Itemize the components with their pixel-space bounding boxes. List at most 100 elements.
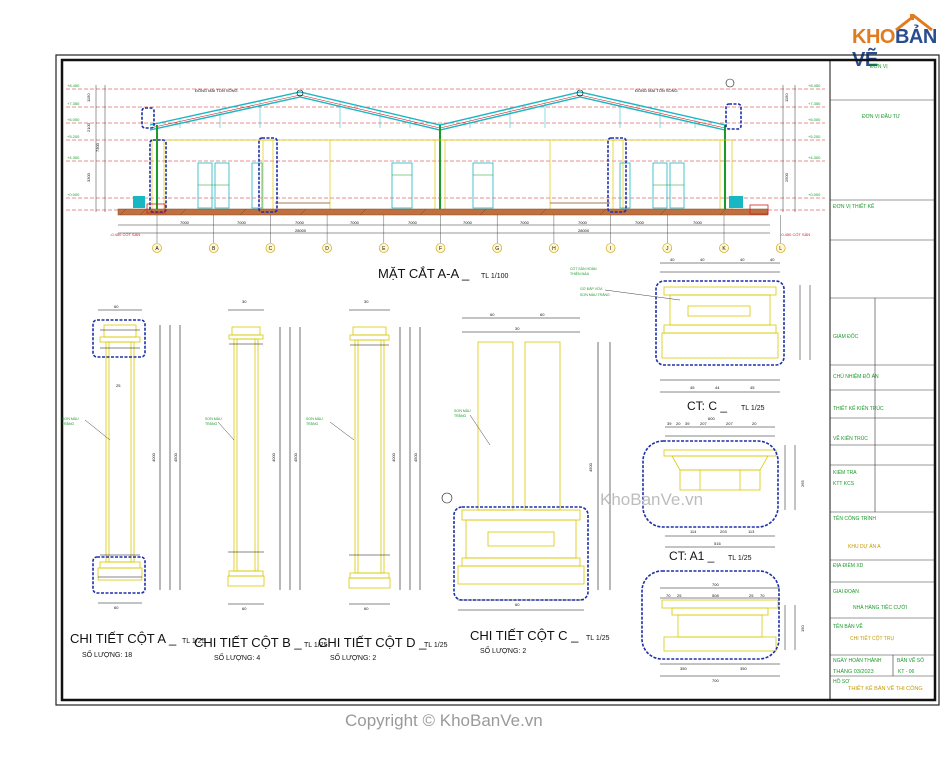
svg-text:7000: 7000 bbox=[408, 220, 418, 225]
svg-text:203: 203 bbox=[720, 529, 727, 534]
axis-bubble-b bbox=[208, 243, 219, 253]
svg-text:516: 516 bbox=[714, 541, 721, 546]
axis-bubble-a bbox=[152, 243, 162, 253]
svg-text:265: 265 bbox=[800, 480, 805, 487]
svg-text:40: 40 bbox=[700, 257, 705, 262]
callout-a1-scale: TL 1/25 bbox=[728, 555, 752, 562]
axis-label-g: G bbox=[495, 246, 499, 252]
svg-text:2500: 2500 bbox=[784, 172, 789, 182]
copyright-text: Copyright © KhoBanVe.vn bbox=[345, 711, 543, 730]
svg-text:40: 40 bbox=[740, 257, 745, 262]
svg-text:7000: 7000 bbox=[635, 220, 645, 225]
svg-text:1150: 1150 bbox=[86, 93, 91, 102]
svg-text:28000: 28000 bbox=[295, 228, 307, 233]
axis-label-c: C bbox=[269, 246, 273, 252]
svg-text:SƠN MÀU: SƠN MÀU bbox=[205, 417, 222, 421]
section-scale: TL 1/100 bbox=[481, 273, 508, 280]
svg-text:7000: 7000 bbox=[350, 220, 360, 225]
svg-text:4000: 4000 bbox=[151, 452, 156, 462]
project-name: THIẾT KẾ BẢN VẼ THI CÔNG bbox=[848, 685, 923, 692]
svg-text:KTT KCS: KTT KCS bbox=[833, 481, 855, 487]
base-detail: 700 70 25 508 25 70 350 350 700 150 bbox=[641, 570, 805, 683]
svg-text:SƠN MÀU: SƠN MÀU bbox=[454, 409, 471, 413]
svg-text:44: 44 bbox=[715, 385, 720, 390]
svg-text:TRẮNG: TRẮNG bbox=[62, 421, 75, 426]
svg-text:7000: 7000 bbox=[295, 220, 305, 225]
axis-label-e: E bbox=[382, 246, 386, 252]
svg-text:7000: 7000 bbox=[520, 220, 530, 225]
svg-text:39: 39 bbox=[667, 421, 672, 426]
svg-text:HỒ SƠ: HỒ SƠ bbox=[833, 678, 850, 685]
axis-label-j: J bbox=[666, 246, 669, 252]
svg-text:+0.000: +0.000 bbox=[67, 192, 80, 197]
svg-text:70: 70 bbox=[760, 593, 765, 598]
svg-text:7000: 7000 bbox=[693, 220, 703, 225]
axis-bubble-j bbox=[662, 243, 673, 253]
svg-text:VẼ KIẾN TRÚC: VẼ KIẾN TRÚC bbox=[833, 435, 868, 442]
axis-bubble-f bbox=[435, 243, 446, 253]
axis-label-b: B bbox=[212, 246, 216, 252]
column-a-title: CHI TIẾT CỘT A _ bbox=[70, 631, 177, 646]
svg-text:+4.300: +4.300 bbox=[808, 155, 821, 160]
svg-text:508: 508 bbox=[712, 593, 719, 598]
svg-text:4500: 4500 bbox=[413, 452, 418, 462]
column-b-qty: SỐ LƯỢNG: 4 bbox=[214, 652, 260, 662]
svg-text:60: 60 bbox=[242, 606, 247, 611]
axis-label-a: A bbox=[155, 246, 159, 252]
svg-text:TRẮNG: TRẮNG bbox=[306, 421, 319, 426]
svg-text:30: 30 bbox=[364, 299, 369, 304]
svg-text:ĐƠN VỊ: ĐƠN VỊ bbox=[870, 64, 888, 70]
column-a-scale: TL 1/25 bbox=[182, 638, 206, 645]
axis-label-f: F bbox=[439, 246, 442, 252]
watermark: KhoBanVe.vn bbox=[600, 490, 704, 509]
svg-text:-0.450 CỐT SÂN: -0.450 CỐT SÂN bbox=[110, 232, 140, 237]
svg-text:39: 39 bbox=[685, 421, 690, 426]
svg-text:30: 30 bbox=[242, 299, 247, 304]
axis-label-l: L bbox=[779, 246, 782, 252]
svg-text:25: 25 bbox=[749, 593, 754, 598]
svg-text:THIỆN MÀU: THIỆN MÀU bbox=[570, 271, 590, 276]
svg-text:4500: 4500 bbox=[173, 452, 178, 462]
svg-text:4000: 4000 bbox=[271, 452, 276, 462]
svg-text:4500: 4500 bbox=[293, 452, 298, 462]
svg-text:25: 25 bbox=[116, 383, 121, 388]
svg-text:113: 113 bbox=[748, 529, 755, 534]
svg-text:28000: 28000 bbox=[578, 228, 590, 233]
svg-text:7000: 7000 bbox=[180, 220, 190, 225]
svg-text:40: 40 bbox=[670, 257, 675, 262]
axis-bubble-d bbox=[322, 243, 332, 253]
svg-text:TÊN CÔNG TRÌNH: TÊN CÔNG TRÌNH bbox=[833, 514, 876, 522]
svg-text:THIẾT KẾ KIẾN TRÚC: THIẾT KẾ KIẾN TRÚC bbox=[833, 405, 884, 412]
drawing-name: CHI TIẾT CỘT TRỤ bbox=[850, 635, 894, 642]
svg-text:60: 60 bbox=[114, 605, 119, 610]
svg-text:+5.200: +5.200 bbox=[808, 134, 821, 139]
svg-text:60: 60 bbox=[515, 602, 520, 607]
title-block-labels: ĐƠN VỊ ĐƠN VỊ ĐẦU TƯ ĐƠN VỊ THIẾT KẾ GIÁ… bbox=[833, 64, 924, 685]
svg-text:ĐƠN VỊ ĐẦU TƯ: ĐƠN VỊ ĐẦU TƯ bbox=[862, 113, 901, 120]
section-a-a: +8.450+7.350+6.000 +5.200+4.300+0.000 +8… bbox=[66, 78, 825, 253]
svg-text:+4.300: +4.300 bbox=[67, 155, 80, 160]
svg-text:45: 45 bbox=[690, 385, 695, 390]
svg-text:KIỂM TRA: KIỂM TRA bbox=[833, 469, 857, 476]
svg-text:+5.200: +5.200 bbox=[67, 134, 80, 139]
axis-bubble-e bbox=[378, 243, 389, 253]
svg-text:+6.000: +6.000 bbox=[67, 117, 80, 122]
svg-text:SƠN MÀU: SƠN MÀU bbox=[62, 417, 79, 421]
svg-text:+8.450: +8.450 bbox=[67, 83, 80, 88]
svg-text:2100: 2100 bbox=[86, 122, 91, 132]
svg-text:60: 60 bbox=[540, 312, 545, 317]
svg-text:60: 60 bbox=[114, 304, 119, 309]
svg-text:GIÁM ĐỐC: GIÁM ĐỐC bbox=[833, 333, 859, 340]
axis-label-k: K bbox=[722, 246, 726, 252]
callout-c-scale: TL 1/25 bbox=[741, 405, 765, 412]
svg-text:20: 20 bbox=[752, 421, 757, 426]
house-roof-icon bbox=[895, 14, 933, 32]
column-c-qty: SỐ LƯỢNG: 2 bbox=[480, 645, 526, 655]
title-block-grid bbox=[830, 99, 935, 677]
svg-text:20: 20 bbox=[676, 421, 681, 426]
svg-text:7000: 7000 bbox=[237, 220, 247, 225]
